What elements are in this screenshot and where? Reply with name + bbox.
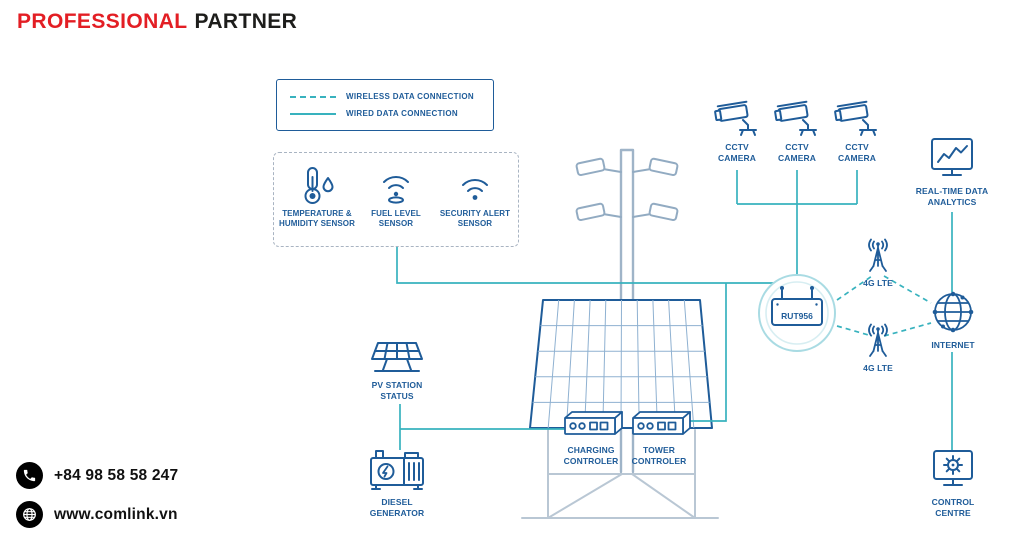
lte-label: 4G LTE [863, 278, 893, 288]
wired-line-sample [290, 112, 336, 115]
analytics-label: REAL-TIME DATA ANALYTICS [915, 186, 989, 208]
security-alert-icon [462, 179, 488, 200]
wireless-legend-label: WIRELESS DATA CONNECTION [346, 92, 474, 101]
camera-mast [619, 148, 635, 474]
mast-cameras [575, 157, 679, 222]
brand-primary-text: PROFESSIONAL [17, 10, 188, 33]
fuel-sensor-label: FUEL LEVEL SENSOR [371, 209, 421, 229]
temperature-sensor-label: TEMPERATURE & HUMIDITY SENSOR [278, 209, 356, 229]
cctv-camera-label: CCTV CAMERA [778, 142, 816, 164]
website-globe-icon [16, 501, 43, 528]
wireless-connection-lines [836, 275, 932, 337]
lte-label: 4G LTE [863, 363, 893, 373]
pv-station-node: PV STATION STATUS [360, 340, 434, 402]
monitor-gear-icon [933, 450, 973, 486]
tower-base [521, 429, 719, 519]
cctv-camera-icon [834, 100, 877, 136]
internet-node: INTERNET [921, 288, 985, 351]
legend-row-wired: WIRED DATA CONNECTION [290, 109, 480, 118]
fuel-level-icon [383, 176, 409, 204]
generator-icon [370, 450, 424, 490]
cctv-camera-icon [714, 100, 757, 136]
cctv-camera-2: CCTV CAMERA [767, 94, 827, 164]
phone-number: +84 98 58 58 247 [54, 466, 179, 484]
cctv-camera-1: CCTV CAMERA [707, 94, 767, 164]
control-centre-node: CONTROL CENTRE [921, 447, 985, 519]
antenna-icon [868, 323, 888, 357]
solar-panel [529, 299, 713, 429]
sensor-temperature: TEMPERATURE & HUMIDITY SENSOR [279, 165, 355, 246]
sensor-security: SECURITY ALERT SENSOR [438, 165, 512, 246]
wired-legend-label: WIRED DATA CONNECTION [346, 109, 458, 118]
wireless-line-sample [290, 95, 336, 98]
internet-label: INTERNET [931, 340, 975, 350]
sensor-fuel: FUEL LEVEL SENSOR [359, 165, 433, 246]
controller-icon [564, 411, 623, 435]
controller-icon [632, 411, 691, 435]
analytics-node: REAL-TIME DATA ANALYTICS [910, 136, 994, 208]
router-label: RUT956 [781, 311, 813, 321]
brand-secondary-text: PARTNER [194, 10, 298, 33]
website-contact: www.comlink.vn [16, 501, 178, 528]
tower-controller-label: TOWER CONTROLER [631, 445, 687, 467]
cctv-camera-label: CCTV CAMERA [838, 142, 876, 164]
security-sensor-label: SECURITY ALERT SENSOR [439, 209, 511, 229]
brand-logo: PROFESSIONAL PARTNER [17, 10, 297, 34]
lte-antenna-top: 4G LTE [852, 236, 904, 289]
cctv-camera-3: CCTV CAMERA [827, 94, 887, 164]
router-rut956: RUT956 [756, 272, 838, 354]
analytics-monitor-icon [931, 138, 973, 176]
router-icon: RUT956 [758, 274, 836, 352]
solar-panel-icon [371, 342, 423, 372]
phone-contact: +84 98 58 58 247 [16, 462, 178, 489]
charging-controller-label: CHARGING CONTROLER [563, 445, 619, 467]
charging-controller-node: CHARGING CONTROLER [554, 409, 628, 467]
phone-icon [16, 462, 43, 489]
thermometer-icon [304, 167, 334, 204]
pv-station-label: PV STATION STATUS [371, 380, 423, 402]
diesel-generator-label: DIESEL GENERATOR [369, 497, 425, 519]
website-url: www.comlink.vn [54, 505, 178, 523]
diesel-generator-node: DIESEL GENERATOR [358, 445, 436, 519]
antenna-icon [868, 238, 888, 272]
legend-box: WIRELESS DATA CONNECTION WIRED DATA CONN… [276, 79, 494, 131]
sensor-group-box: TEMPERATURE & HUMIDITY SENSOR FUEL LEVEL… [273, 152, 519, 247]
lte-antenna-bottom: 4G LTE [852, 321, 904, 374]
globe-icon [932, 291, 974, 333]
control-centre-label: CONTROL CENTRE [931, 497, 975, 519]
wired-connection-lines [396, 170, 953, 450]
cctv-camera-label: CCTV CAMERA [718, 142, 756, 164]
legend-row-wireless: WIRELESS DATA CONNECTION [290, 92, 480, 101]
tower-controller-node: TOWER CONTROLER [624, 409, 694, 467]
cctv-camera-icon [774, 100, 817, 136]
